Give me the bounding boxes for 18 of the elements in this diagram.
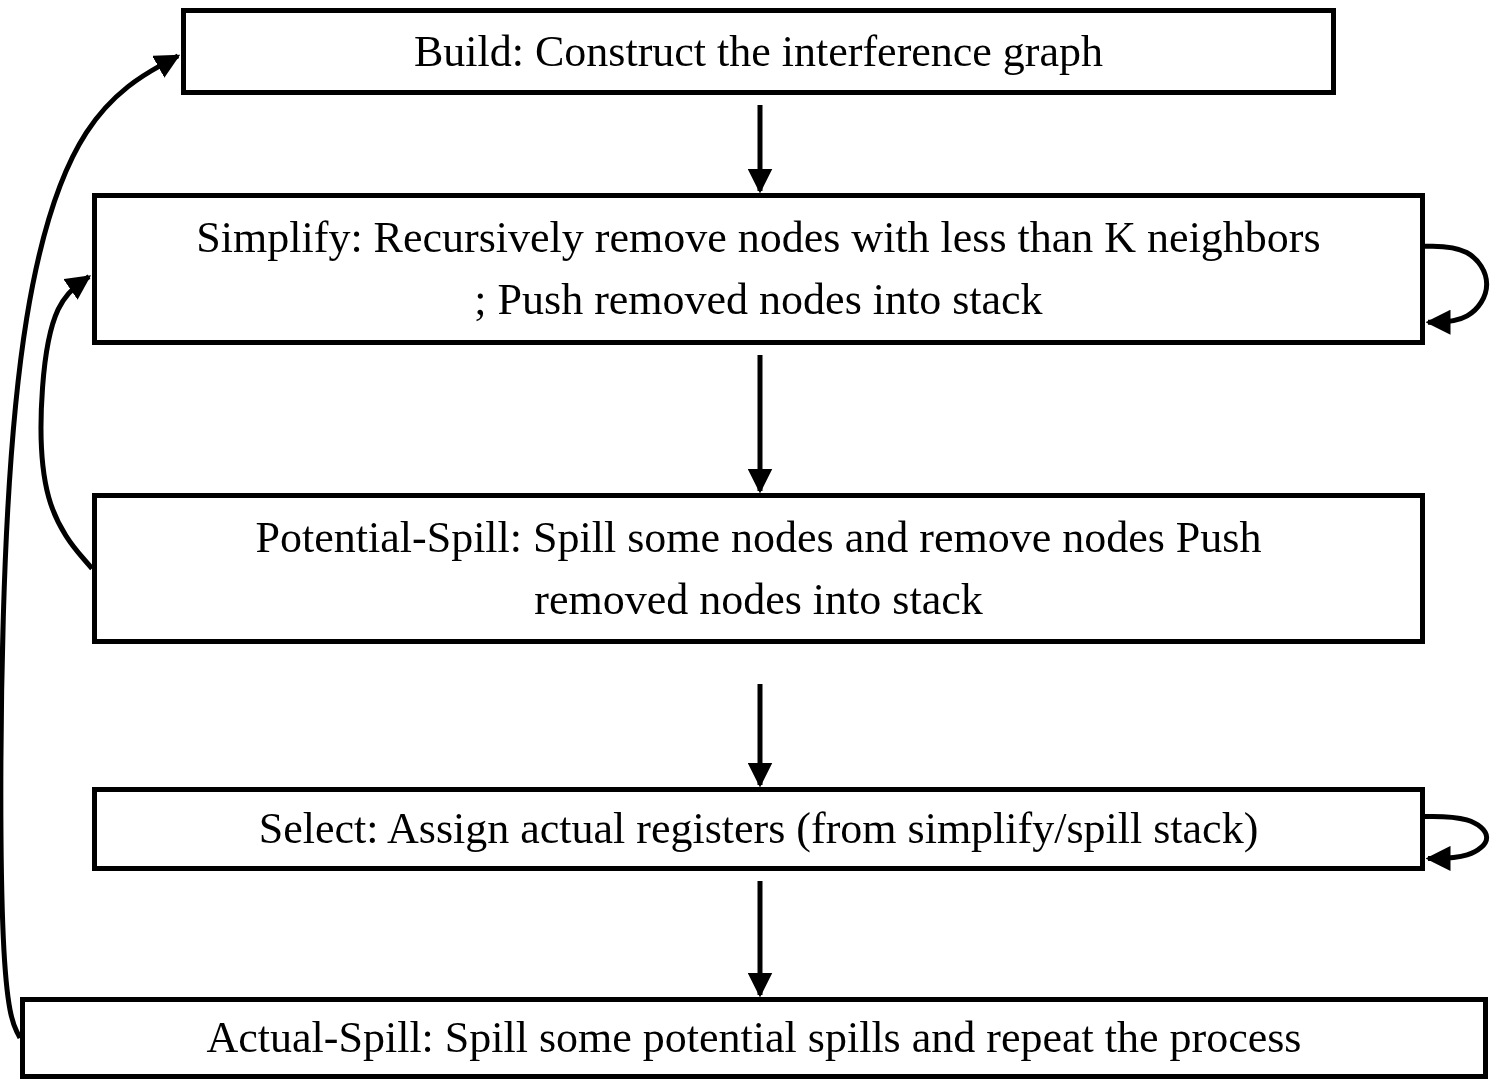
arrow	[747, 355, 773, 494]
box-text: Select: Assign actual registers (from simplify/spill stack)	[258, 803, 1259, 855]
process-box	[92, 493, 1425, 644]
box-text: Actual-Spill: Spill some potential spills and repeat the process	[206, 1012, 1302, 1064]
process-box	[92, 193, 1425, 345]
process-box	[92, 787, 1425, 871]
loop-arrow	[1425, 813, 1490, 871]
arrow	[747, 881, 773, 998]
loop-arrow	[1425, 243, 1490, 335]
process-box	[20, 997, 1488, 1079]
process-box	[181, 8, 1336, 95]
arrow	[747, 105, 773, 194]
box-text: Build: Construct the interference graph	[413, 25, 1104, 78]
box-text: Potential-Spill: Spill some nodes and remove nodes Push removed nodes into stack	[254, 511, 1263, 626]
arrow	[747, 684, 773, 788]
arrow	[38, 274, 94, 571]
box-text: Simplify: Recursively remove nodes with less than K neighbors ; Push removed nodes into stack	[195, 212, 1322, 326]
arrow	[0, 53, 181, 1040]
